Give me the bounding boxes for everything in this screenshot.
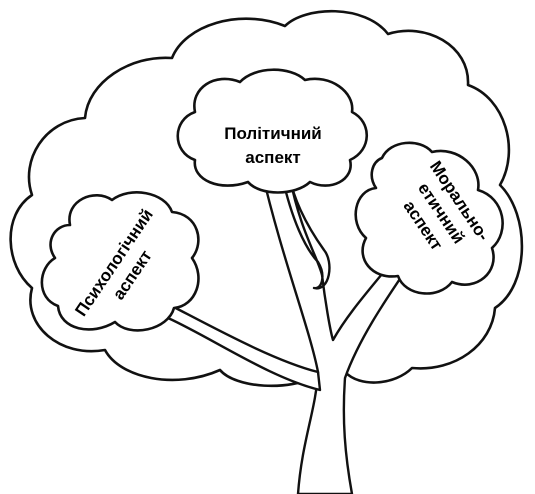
political-aspect-label-line2: аспект [245, 148, 300, 167]
moral-aspect-cloud [354, 141, 504, 295]
political-aspect-label-line1: Політичний [224, 124, 322, 143]
tree-trunk [260, 170, 420, 494]
tree-left-branch [158, 298, 322, 392]
political-aspect-cloud [176, 68, 368, 194]
psychological-aspect-cloud [40, 191, 200, 332]
